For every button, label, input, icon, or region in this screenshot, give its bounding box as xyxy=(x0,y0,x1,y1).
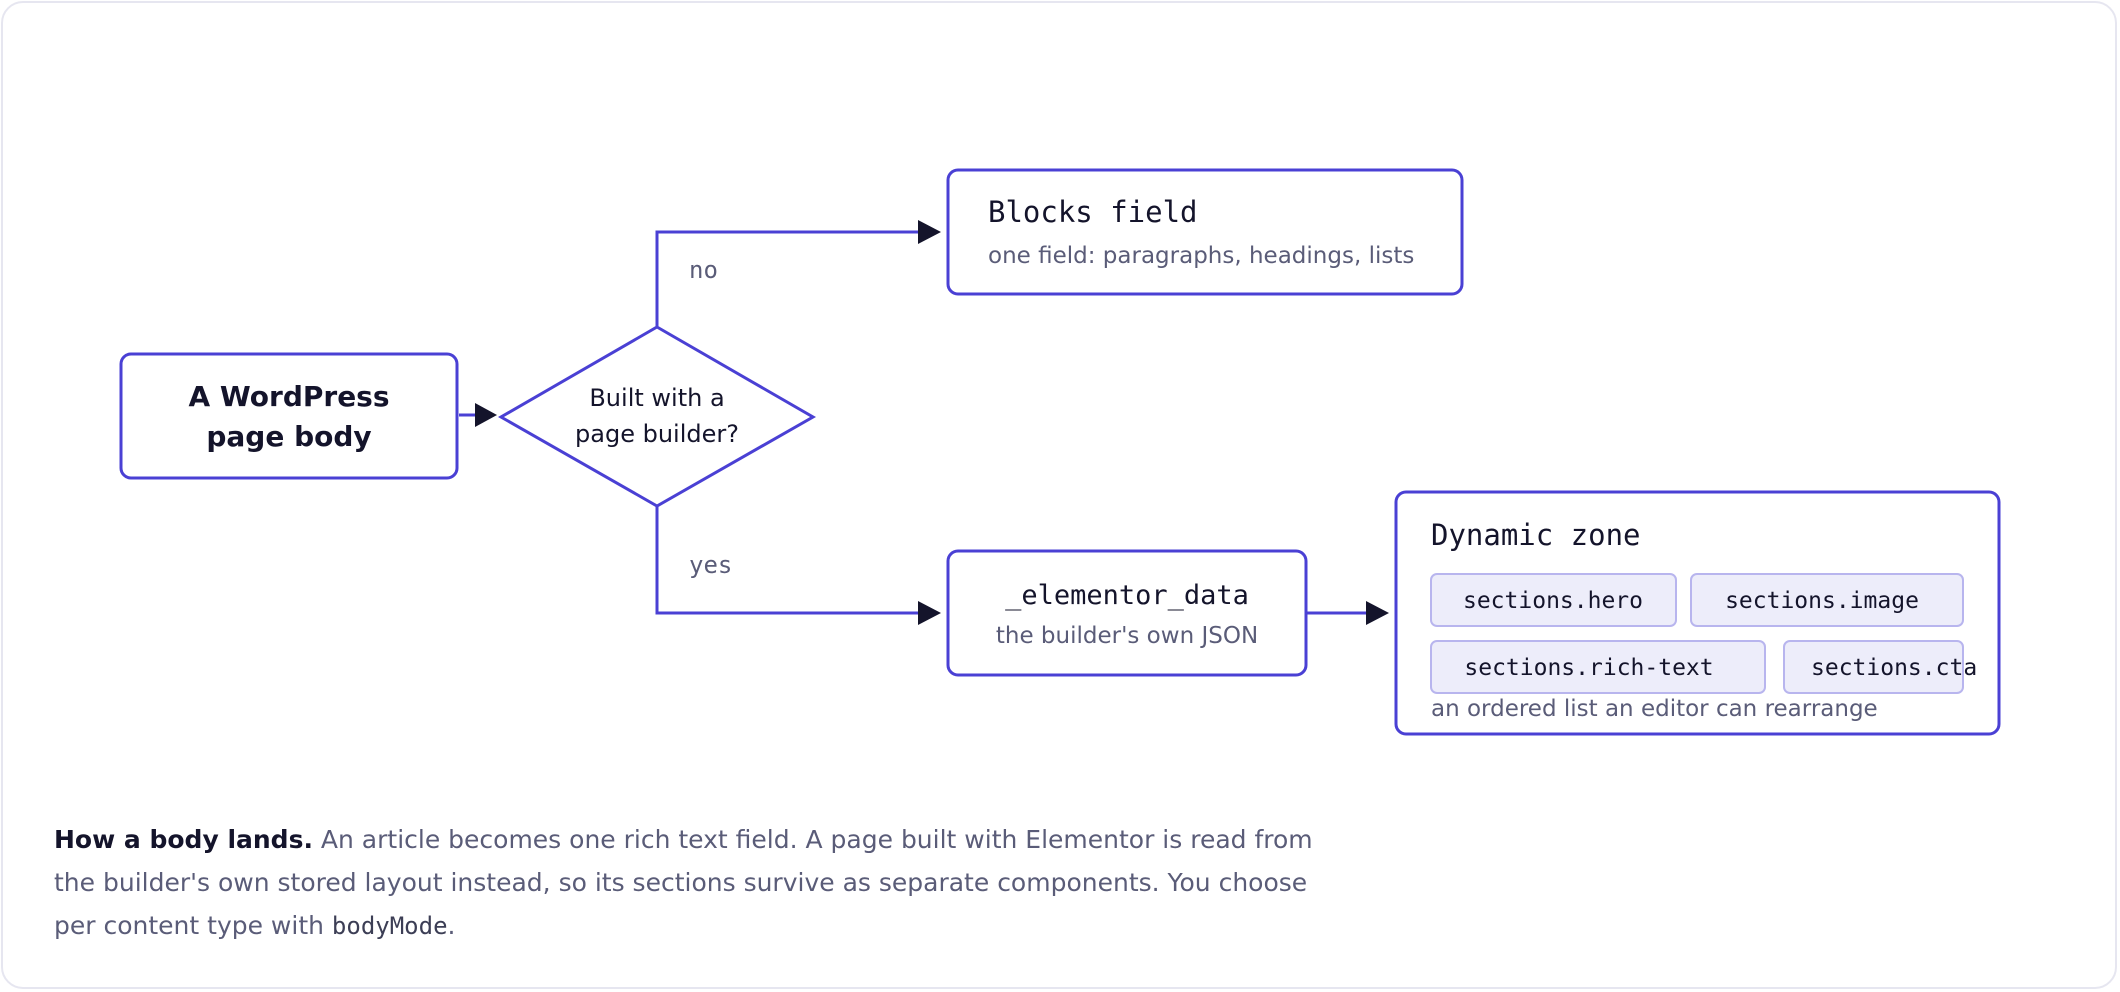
elementor-data-subtitle: the builder's own JSON xyxy=(996,623,1258,649)
arrow-no xyxy=(918,220,941,244)
blocks-field-node xyxy=(946,168,1464,296)
blocks-field-subtitle: one field: paragraphs, headings, lists xyxy=(988,243,1414,269)
start-node-line2: page body xyxy=(206,420,371,453)
elementor-data-node xyxy=(946,549,1308,677)
dynamic-zone-title: Dynamic zone xyxy=(1431,518,1641,552)
arrow-start-to-decision xyxy=(475,403,497,427)
decision-line2: page builder? xyxy=(575,420,739,448)
chip-sections-cta xyxy=(1783,640,1964,694)
edge-label-yes: yes xyxy=(689,551,732,579)
connector-yes xyxy=(655,506,920,615)
arrow-elementor-to-zone xyxy=(1366,601,1389,625)
caption-lead: How a body lands. xyxy=(54,825,313,854)
blocks-field-title: Blocks field xyxy=(988,195,1198,229)
caption-text: An article becomes one rich text field. … xyxy=(54,825,1313,940)
chip-sections-rich-text xyxy=(1430,640,1766,694)
edge-label-no: no xyxy=(689,256,718,284)
chip-sections-rich-text-label: sections.rich-text xyxy=(1464,655,1713,681)
chip-sections-hero-label: sections.hero xyxy=(1463,588,1643,614)
arrow-yes xyxy=(918,601,941,625)
chip-sections-hero xyxy=(1430,573,1677,627)
caption-code-bodymode: bodyMode xyxy=(331,912,448,940)
caption: How a body lands. An article becomes one… xyxy=(54,818,1344,948)
start-node-line1: A WordPress xyxy=(188,380,389,413)
chip-sections-image xyxy=(1690,573,1964,627)
decision-line1: Built with a xyxy=(589,384,724,412)
decision-node xyxy=(497,325,817,508)
chip-sections-image-label: sections.image xyxy=(1725,588,1919,614)
caption-text-end: . xyxy=(447,911,456,940)
elementor-data-title: _elementor_data xyxy=(1005,580,1249,611)
dynamic-zone-subtitle: an ordered list an editor can rearrange xyxy=(1431,696,1878,722)
chip-sections-cta-label: sections.cta xyxy=(1811,655,1977,681)
start-node xyxy=(119,352,459,480)
connector-no xyxy=(655,230,920,326)
